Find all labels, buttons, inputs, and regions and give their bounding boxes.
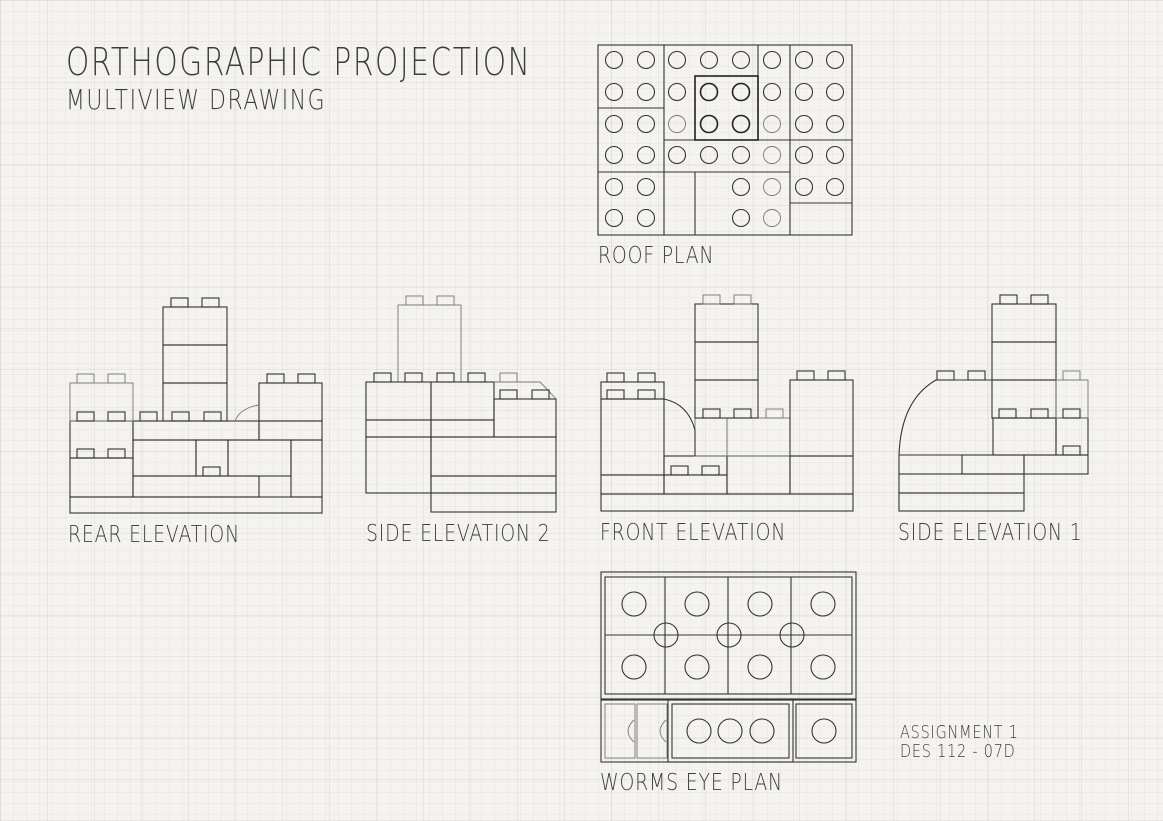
side-elevation-2-view (365, 295, 557, 513)
roof-stud (731, 177, 751, 197)
roof-stud (731, 145, 751, 165)
underside-tube (810, 591, 836, 617)
roof-stud (636, 177, 656, 197)
roof-stud (763, 146, 781, 164)
underside-tube (779, 622, 805, 648)
roof-stud (667, 145, 687, 165)
roof-stud (668, 115, 686, 133)
roof-stud (667, 82, 687, 102)
roof-stud (604, 114, 624, 134)
course-code: DES 112 - 07D (900, 741, 1016, 762)
roof-stud (762, 50, 782, 70)
rear-elevation-label: REAR ELEVATION (68, 522, 241, 548)
roof-stud (604, 208, 624, 228)
roof-stud (636, 82, 656, 102)
roof-stud (794, 50, 814, 70)
roof-stud (604, 145, 624, 165)
roof-stud (794, 177, 814, 197)
roof-stud (604, 82, 624, 102)
roof-stud (604, 177, 624, 197)
underside-tube (621, 654, 647, 680)
roof-stud (604, 50, 624, 70)
roof-stud (699, 82, 719, 102)
roof-stud (794, 82, 814, 102)
underside-tube (684, 654, 710, 680)
roof-stud (825, 82, 845, 102)
roof-stud (636, 145, 656, 165)
roof-stud (667, 50, 687, 70)
underside-tube (810, 654, 836, 680)
roof-stud (794, 114, 814, 134)
worms-eye-plan-label: WORMS EYE PLAN (600, 770, 783, 796)
front-elevation-view (600, 294, 854, 512)
roof-stud (699, 50, 719, 70)
drawing-subtitle: MULTIVIEW DRAWING (66, 83, 327, 116)
roof-stud (731, 82, 751, 102)
roof-stud (825, 114, 845, 134)
roof-stud (825, 177, 845, 197)
roof-stud (763, 115, 781, 133)
underside-tube (653, 622, 679, 648)
front-elevation-label: FRONT ELEVATION (600, 520, 787, 546)
underside-tube (747, 591, 773, 617)
underside-tube (684, 591, 710, 617)
side-elevation-1-view (898, 294, 1089, 512)
roof-stud (825, 145, 845, 165)
assignment-number: ASSIGNMENT 1 (900, 722, 1019, 743)
roof-stud (731, 50, 751, 70)
roof-stud (731, 208, 751, 228)
roof-stud (825, 50, 845, 70)
roof-plan-label: ROOF PLAN (598, 243, 715, 269)
side-elevation-2-label: SIDE ELEVATION 2 (366, 521, 551, 547)
side-elevation-1-label: SIDE ELEVATION 1 (898, 520, 1083, 546)
drawing-title: ORTHOGRAPHIC PROJECTION (66, 40, 532, 84)
roof-plan-view (597, 44, 853, 236)
roof-stud (794, 145, 814, 165)
underside-tube (621, 591, 647, 617)
roof-stud (636, 114, 656, 134)
roof-stud (731, 114, 751, 134)
underside-tube (747, 654, 773, 680)
roof-stud (699, 114, 719, 134)
underside-tube (716, 622, 742, 648)
roof-stud (763, 209, 781, 227)
rear-elevation-view (69, 297, 323, 514)
roof-stud (763, 178, 781, 196)
roof-stud (636, 50, 656, 70)
roof-stud (699, 145, 719, 165)
roof-stud (762, 82, 782, 102)
worms-eye-plan-view (600, 571, 857, 763)
roof-stud (636, 208, 656, 228)
